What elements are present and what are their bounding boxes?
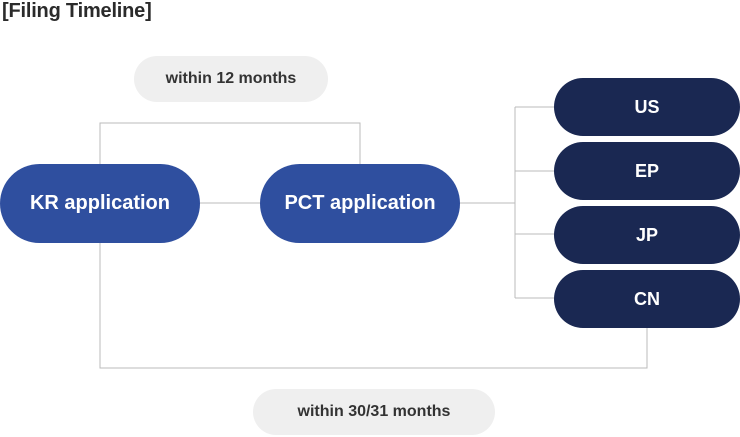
node-pct-application: PCT application <box>260 164 460 243</box>
connector-30-month-bracket <box>99 243 648 369</box>
note-30-31-months: within 30/31 months <box>253 389 495 435</box>
diagram-title: [Filing Timeline] <box>2 0 152 22</box>
node-country-ep: EP <box>554 142 740 200</box>
node-kr-application: KR application <box>0 164 200 243</box>
note-12-months: within 12 months <box>134 56 328 102</box>
connector-12-month-bracket <box>99 122 361 164</box>
node-country-us: US <box>554 78 740 136</box>
node-country-cn: CN <box>554 270 740 328</box>
node-country-jp: JP <box>554 206 740 264</box>
